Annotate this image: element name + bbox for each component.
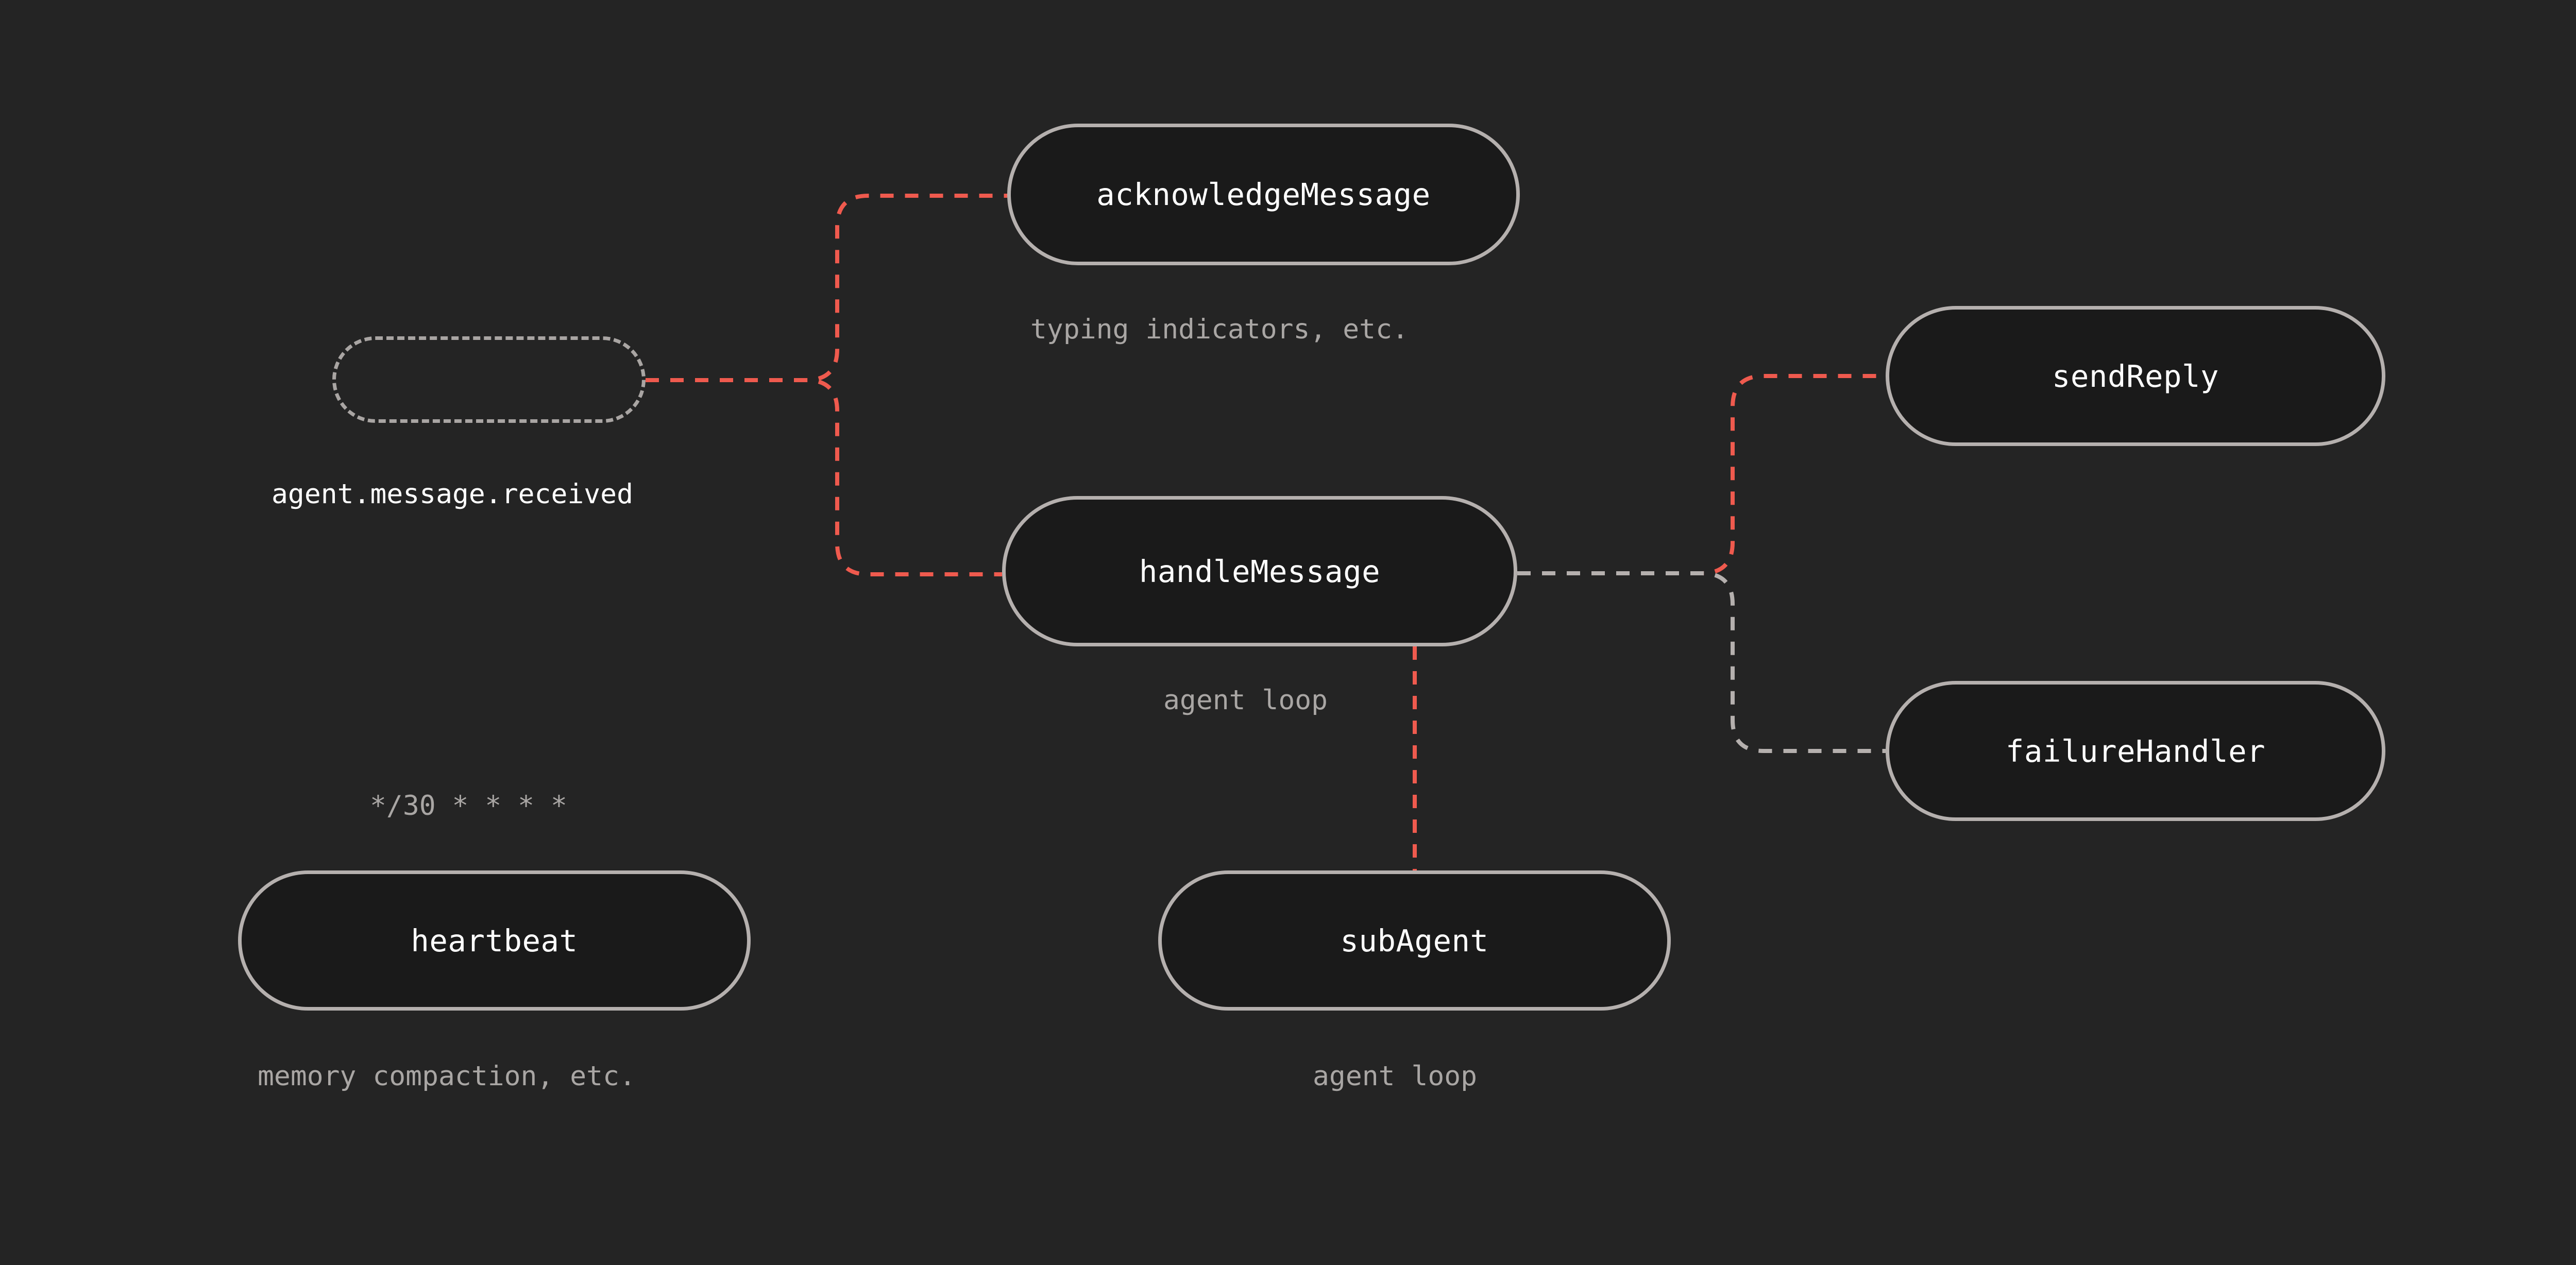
node-sub-agent[interactable]: subAgent (1158, 870, 1671, 1011)
node-label-failure-handler: failureHandler (2005, 733, 2266, 769)
node-trigger-event[interactable] (332, 336, 646, 423)
caption-sub-agent: agent loop (1313, 1061, 1478, 1092)
node-label-heartbeat: heartbeat (411, 922, 578, 959)
node-label-handle-message: handleMessage (1139, 553, 1381, 589)
node-acknowledge-message[interactable]: acknowledgeMessage (1007, 124, 1520, 265)
edge-trigger-to-acknowledgeMessage (646, 194, 1007, 382)
edge-handleMessage-to-sendReply (1517, 374, 1886, 575)
edge-handleMessage-to-failureHandler (1517, 571, 1886, 753)
caption-heartbeat-description: memory compaction, etc. (258, 1061, 636, 1092)
node-failure-handler[interactable]: failureHandler (1886, 681, 2385, 821)
node-heartbeat[interactable]: heartbeat (238, 870, 751, 1011)
edge-trigger-to-handleMessage (646, 378, 1002, 576)
node-label-acknowledge-message: acknowledgeMessage (1096, 177, 1431, 212)
node-handle-message[interactable]: handleMessage (1002, 496, 1517, 646)
caption-handle-message: agent loop (1163, 685, 1328, 716)
node-label-sub-agent: subAgent (1340, 922, 1489, 959)
caption-acknowledge-message: typing indicators, etc. (1030, 314, 1409, 345)
node-send-reply[interactable]: sendReply (1886, 306, 2385, 446)
node-label-send-reply: sendReply (2052, 358, 2219, 394)
caption-trigger-event-name: agent.message.received (272, 478, 633, 510)
caption-heartbeat-cron-schedule: */30 * * * * (370, 790, 567, 822)
